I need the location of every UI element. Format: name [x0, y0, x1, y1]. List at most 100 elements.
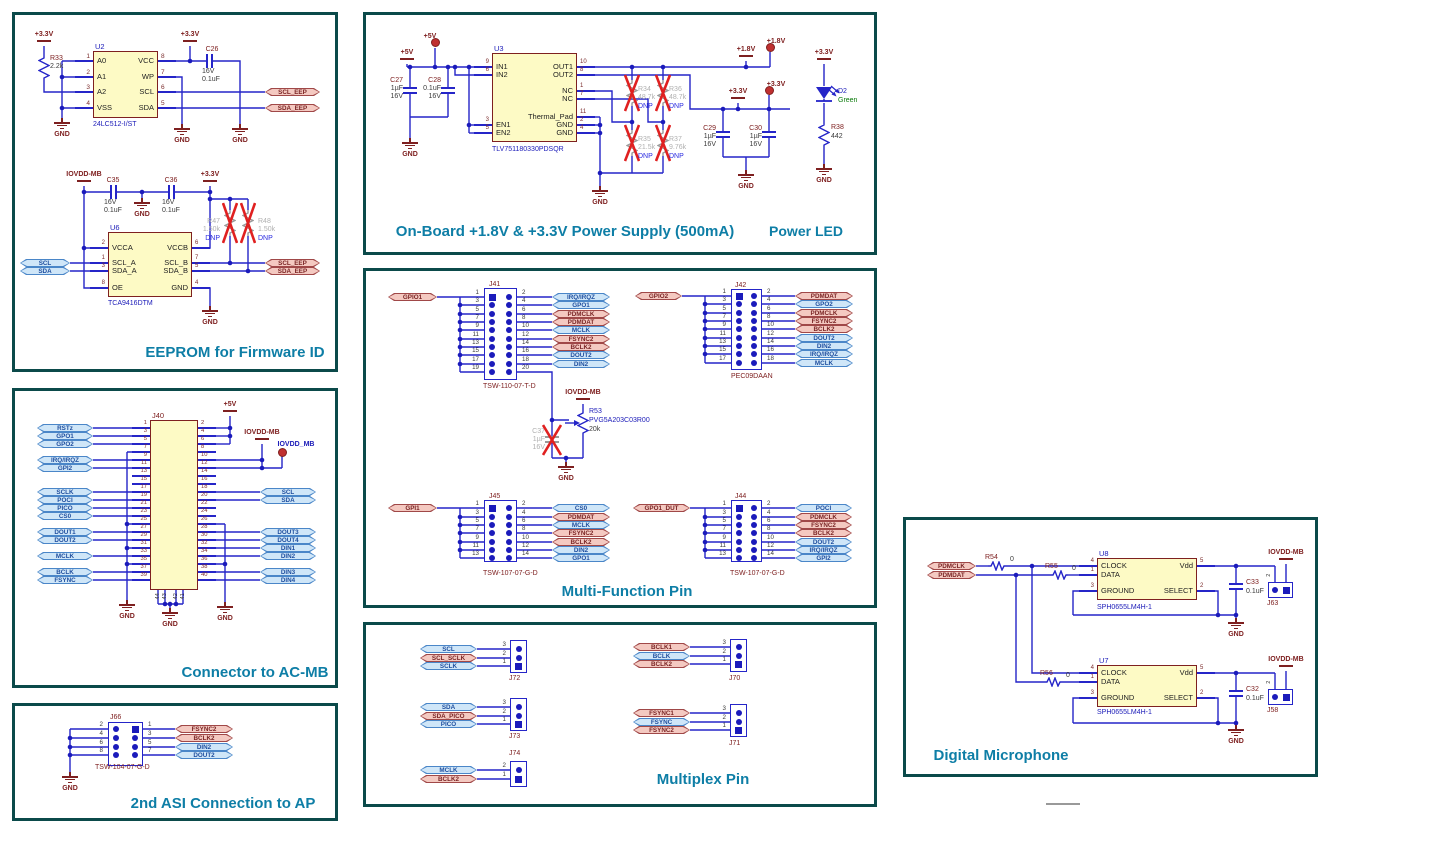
port-bclk2[interactable]: BCLK2: [552, 343, 610, 351]
pin-dot[interactable]: [736, 326, 742, 332]
power-bar-iovdd-mb[interactable]: [1279, 558, 1293, 560]
port-mclk[interactable]: MCLK: [795, 359, 853, 367]
port-pdmdat[interactable]: PDMDAT: [552, 513, 610, 521]
pin-dot[interactable]: [751, 505, 757, 511]
port-gpo1[interactable]: GPO1: [552, 554, 610, 562]
power-port-3-3v[interactable]: [764, 85, 774, 95]
pin-dot[interactable]: [751, 555, 757, 561]
pin-dot[interactable]: [515, 713, 522, 719]
pin-dot[interactable]: [489, 336, 495, 342]
ic-u6[interactable]: [108, 232, 192, 297]
pin-dot[interactable]: [506, 555, 512, 561]
port-sda-eep[interactable]: SDA_EEP: [265, 104, 320, 112]
port-gpo1-dut[interactable]: GPO1_DUT: [633, 504, 690, 512]
pin-dot[interactable]: [489, 344, 495, 350]
connector-j74[interactable]: [510, 761, 527, 787]
connector-j63[interactable]: [1268, 582, 1293, 598]
pin-dot[interactable]: [515, 655, 522, 661]
port-mclk[interactable]: MCLK: [552, 521, 610, 529]
capacitor-c32[interactable]: [1229, 695, 1243, 697]
pin-dot[interactable]: [735, 719, 742, 725]
power-bar-5v[interactable]: [400, 58, 414, 60]
power-port-iovdd-mb[interactable]: [277, 447, 287, 457]
pin-1-square[interactable]: [1282, 586, 1290, 594]
port-pdmclk[interactable]: PDMCLK: [927, 562, 976, 570]
ic-u2[interactable]: [93, 51, 158, 118]
gnd-symbol[interactable]: [69, 772, 71, 776]
capacitor-c35[interactable]: [110, 185, 112, 199]
pin-dot[interactable]: [506, 361, 512, 367]
gnd-symbol[interactable]: [209, 306, 211, 310]
port-mclk[interactable]: MCLK: [552, 326, 610, 334]
connector-j41[interactable]: [484, 288, 517, 380]
pin-dot[interactable]: [506, 522, 512, 528]
pin-dot[interactable]: [751, 351, 757, 357]
pin-dot[interactable]: [489, 352, 495, 358]
pin-dot[interactable]: [506, 344, 512, 350]
capacitor-c29[interactable]: [716, 136, 730, 138]
port-gpi2[interactable]: GPI2: [795, 554, 852, 562]
port-scl-sclk[interactable]: SCL_SCLK: [420, 654, 477, 662]
port-dout2[interactable]: DOUT2: [552, 351, 610, 359]
pin-dot[interactable]: [736, 301, 742, 307]
capacitor-c26[interactable]: [206, 54, 208, 68]
pin-dot[interactable]: [736, 547, 742, 553]
capacitor-c27[interactable]: [403, 92, 417, 94]
port-pdmclk[interactable]: PDMCLK: [795, 513, 852, 521]
capacitor-c27[interactable]: [403, 87, 417, 89]
port-gpi1[interactable]: GPI1: [388, 504, 437, 512]
port-din4[interactable]: DIN4: [260, 576, 316, 584]
pin-dot[interactable]: [1272, 694, 1278, 700]
pin-dot[interactable]: [515, 704, 522, 710]
capacitor-c30[interactable]: [762, 136, 776, 138]
port-fsync2[interactable]: FSYNC2: [552, 529, 610, 537]
port-irq-irqz[interactable]: IRQ/IRQZ: [795, 546, 852, 554]
gnd-symbol[interactable]: [745, 170, 747, 174]
pin-dot[interactable]: [751, 530, 757, 536]
gnd-symbol[interactable]: [141, 198, 143, 202]
capacitor-c26[interactable]: [211, 54, 213, 68]
pin-dot[interactable]: [489, 514, 495, 520]
ic-u7[interactable]: [1097, 665, 1197, 707]
port-sda[interactable]: SDA: [420, 703, 477, 711]
resistor-r33[interactable]: [38, 55, 50, 81]
pin-dot[interactable]: [751, 547, 757, 553]
capacitor-c33[interactable]: [1229, 588, 1243, 590]
port-dout2[interactable]: DOUT2: [795, 334, 853, 342]
ic-u3[interactable]: [492, 53, 577, 142]
pin-dot[interactable]: [113, 735, 119, 741]
port-irq-irqz[interactable]: IRQ/IRQZ: [37, 456, 93, 464]
gnd-symbol[interactable]: [409, 138, 411, 142]
pin-dot[interactable]: [736, 343, 742, 349]
port-cs0[interactable]: CS0: [552, 504, 610, 512]
pin-dot[interactable]: [751, 539, 757, 545]
capacitor-c29[interactable]: [716, 131, 730, 133]
pin-dot[interactable]: [736, 360, 742, 366]
pin-dot[interactable]: [506, 336, 512, 342]
port-scl[interactable]: SCL: [20, 259, 70, 267]
pin-dot[interactable]: [132, 744, 138, 750]
capacitor-c33[interactable]: [1229, 583, 1243, 585]
port-sclk[interactable]: SCLK: [37, 488, 93, 496]
pin-dot[interactable]: [751, 360, 757, 366]
port-mclk[interactable]: MCLK: [37, 552, 93, 560]
port-irq-irqz[interactable]: IRQ/IRQZ: [552, 293, 610, 301]
port-pdmclk[interactable]: PDMCLK: [795, 309, 853, 317]
pin-dot[interactable]: [132, 752, 138, 758]
port-cs0[interactable]: CS0: [37, 512, 93, 520]
pin-1-square[interactable]: [735, 292, 743, 300]
pin-dot[interactable]: [751, 301, 757, 307]
pin-dot[interactable]: [506, 302, 512, 308]
port-dout2[interactable]: DOUT2: [795, 538, 852, 546]
power-bar-1-8v[interactable]: [739, 55, 753, 57]
port-gpi2[interactable]: GPI2: [37, 464, 93, 472]
gnd-symbol[interactable]: [169, 608, 171, 612]
pin-dot[interactable]: [506, 294, 512, 300]
pin-1-square[interactable]: [488, 293, 496, 301]
power-bar-5v[interactable]: [223, 410, 237, 412]
port-bclk2[interactable]: BCLK2: [633, 660, 690, 668]
port-fsync2[interactable]: FSYNC2: [175, 725, 233, 733]
resistor-r56[interactable]: [1044, 677, 1062, 687]
port-bclk2[interactable]: BCLK2: [795, 529, 852, 537]
power-bar-3-3v[interactable]: [37, 40, 51, 42]
